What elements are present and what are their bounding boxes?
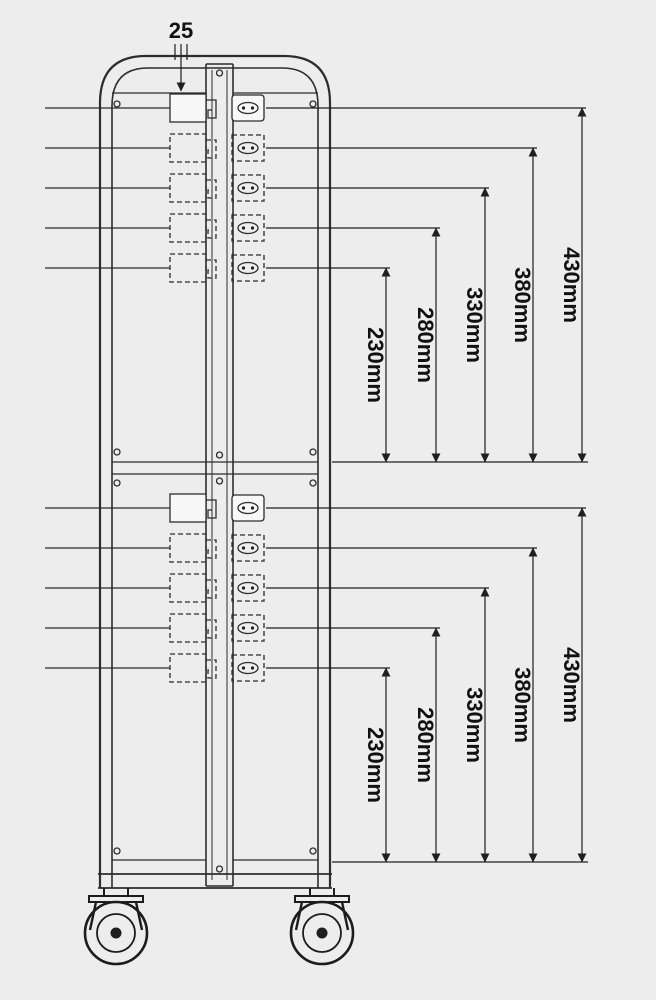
bracket-row: [169, 573, 265, 603]
bracket-row: [169, 653, 265, 683]
dim-label-upper-380mm: 380mm: [510, 267, 535, 343]
screw-holes: [113, 69, 317, 873]
bracket-row: [169, 253, 265, 283]
dim-label-upper-230mm: 230mm: [363, 327, 388, 403]
top-dimension: 25: [169, 18, 193, 92]
top-dimension-label: 25: [169, 18, 193, 43]
bracket-row: [169, 213, 265, 243]
caster-left: [83, 888, 149, 966]
dim-label-upper-280mm: 280mm: [413, 307, 438, 383]
dim-label-lower-280mm: 280mm: [413, 707, 438, 783]
bracket-row: [169, 93, 265, 123]
dim-label-upper-430mm: 430mm: [559, 247, 584, 323]
bracket-row: [169, 493, 265, 523]
bracket-row: [169, 613, 265, 643]
center-rail: [205, 63, 234, 887]
dimensions-upper: 230mm 280mm 330mm 380mm 430mm: [266, 107, 588, 463]
cart-frame: [98, 54, 332, 889]
dim-label-lower-330mm: 330mm: [462, 687, 487, 763]
bracket-row: [169, 133, 265, 163]
dim-label-lower-230mm: 230mm: [363, 727, 388, 803]
bracket-row: [169, 173, 265, 203]
bracket-row: [169, 533, 265, 563]
caster-right: [289, 888, 355, 966]
dim-label-lower-380mm: 380mm: [510, 667, 535, 743]
dim-label-upper-330mm: 330mm: [462, 287, 487, 363]
dim-label-lower-430mm: 430mm: [559, 647, 584, 723]
leader-lines: [45, 107, 170, 669]
panel-edges: [112, 92, 318, 861]
dimensions-lower: 230mm 280mm 330mm 380mm 430mm: [266, 507, 588, 863]
bracket-rows-lower: [169, 493, 265, 683]
bracket-rows-upper: [169, 93, 265, 283]
